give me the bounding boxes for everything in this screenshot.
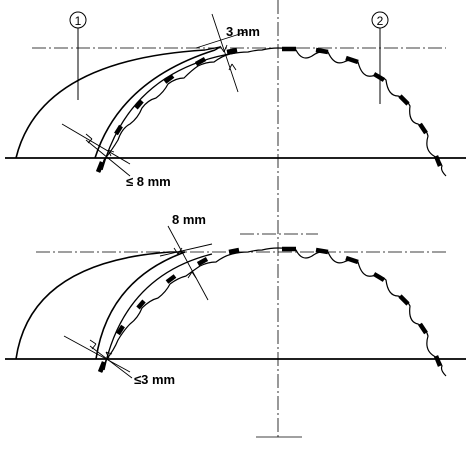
upper-tooth-segments (95, 46, 443, 173)
upper-part-1-tip (204, 46, 221, 51)
lower-view: 8 mm ≤3 mm (5, 212, 466, 438)
upper-overlap-dimension (61, 123, 131, 177)
upper-view: 1 2 3 mm ≤ 8 mm (5, 0, 466, 440)
lower-part-1-outer-arc (15, 251, 171, 360)
upper-gap-label: 3 mm (226, 24, 260, 39)
upper-part-2-teeth (99, 47, 447, 177)
callout-1-label: 1 (75, 14, 82, 28)
lower-tooth-segments (97, 246, 443, 373)
upper-part-2-inner-circle (101, 52, 236, 171)
callout-2: 2 (371, 11, 389, 104)
callout-1: 1 (69, 11, 87, 100)
upper-gap-dimension (195, 13, 247, 93)
lower-gap-dimension (159, 225, 213, 301)
lower-part-1-inner-arc (95, 251, 186, 360)
lower-gap-label: 8 mm (172, 212, 206, 227)
upper-part-1-inner-arc (94, 49, 216, 159)
upper-overlap-label: ≤ 8 mm (126, 174, 171, 189)
lower-part-2-inner-circle (103, 253, 213, 371)
callout-2-label: 2 (377, 14, 384, 28)
lower-overlap-dimension (63, 335, 133, 379)
lower-overlap-label: ≤3 mm (134, 372, 175, 387)
upper-part-1-outer-arc (15, 49, 206, 159)
